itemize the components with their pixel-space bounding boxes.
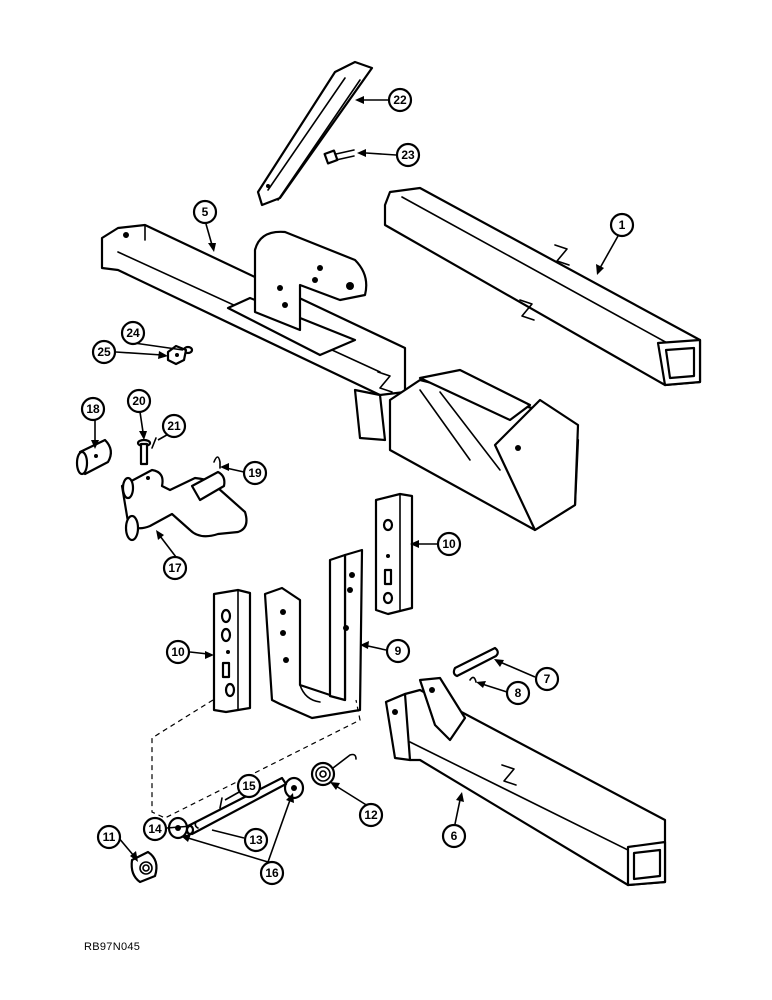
callout-label: 7 [544, 672, 551, 686]
callout-17[interactable]: 17 [162, 555, 188, 581]
callout-label: 9 [395, 644, 402, 658]
callout-12[interactable]: 12 [358, 802, 384, 828]
callout-24[interactable]: 24 [120, 320, 146, 346]
callout-5[interactable]: 5 [192, 199, 218, 225]
callout-label: 1 [619, 218, 626, 232]
callout-15[interactable]: 15 [236, 773, 262, 799]
part-8-clip [469, 676, 477, 683]
callout-label: 19 [248, 466, 262, 480]
callout-label: 10 [171, 645, 185, 659]
leaders [91, 96, 619, 863]
part-20-pin [136, 438, 152, 466]
part-19-clip [213, 456, 221, 469]
part-21-pin [151, 437, 157, 449]
part-10-plate-left [212, 588, 252, 714]
callout-6[interactable]: 6 [441, 823, 467, 849]
part-1-tube [383, 186, 702, 387]
part-9-u-bracket [263, 548, 364, 720]
part-7-pin [452, 646, 499, 678]
callout-1[interactable]: 1 [609, 212, 635, 238]
part-15-pin [219, 797, 223, 809]
callout-9[interactable]: 9 [385, 638, 411, 664]
callout-25[interactable]: 25 [91, 339, 117, 365]
part-6-tube [384, 676, 667, 887]
callout-label: 11 [103, 830, 116, 844]
callout-label: 25 [97, 345, 111, 359]
callout-label: 18 [86, 402, 100, 416]
callout-label: 15 [242, 779, 256, 793]
callout-14[interactable]: 14 [142, 816, 168, 842]
callout-11[interactable]: 11 [96, 824, 122, 850]
callout-13[interactable]: 13 [243, 827, 269, 853]
callout-20[interactable]: 20 [126, 388, 152, 414]
callout-10-right[interactable]: 10 [436, 531, 462, 557]
part-16-washer-upper [283, 776, 305, 800]
part-13-shaft [185, 776, 288, 836]
callout-16[interactable]: 16 [259, 860, 285, 886]
part-22-bracket [256, 60, 374, 207]
callout-23[interactable]: 23 [395, 142, 421, 168]
alignment-line [151, 699, 361, 819]
callout-label: 12 [364, 808, 378, 822]
callout-7[interactable]: 7 [534, 666, 560, 692]
part-12-spring [310, 753, 357, 787]
callout-19[interactable]: 19 [242, 460, 268, 486]
callout-label: 16 [265, 866, 279, 880]
callout-label: 21 [167, 419, 181, 433]
frame-housing [377, 368, 580, 532]
callout-21[interactable]: 21 [161, 413, 187, 439]
callout-22[interactable]: 22 [387, 87, 413, 113]
callout-label: 13 [249, 833, 263, 847]
callout-label: 10 [442, 537, 456, 551]
callout-label: 22 [393, 93, 407, 107]
part-18-sleeve [75, 438, 112, 476]
callout-label: 17 [168, 561, 182, 575]
callout-label: 6 [451, 829, 458, 843]
callout-10-left[interactable]: 10 [165, 639, 191, 665]
part-14-cotter [194, 821, 199, 829]
part-11-spring [130, 850, 158, 884]
callout-label: 14 [148, 822, 162, 836]
callout-label: 5 [202, 205, 209, 219]
callout-label: 24 [126, 326, 140, 340]
callout-label: 20 [132, 394, 146, 408]
callout-8[interactable]: 8 [505, 680, 531, 706]
callout-label: 8 [515, 686, 522, 700]
part-10-plate-right [374, 492, 414, 616]
callout-18[interactable]: 18 [80, 396, 106, 422]
part-17-pivot-arm [120, 468, 248, 542]
callout-label: 23 [401, 148, 415, 162]
figure-reference-code: RB97N045 [84, 941, 141, 953]
part-23-bolt [323, 149, 355, 165]
